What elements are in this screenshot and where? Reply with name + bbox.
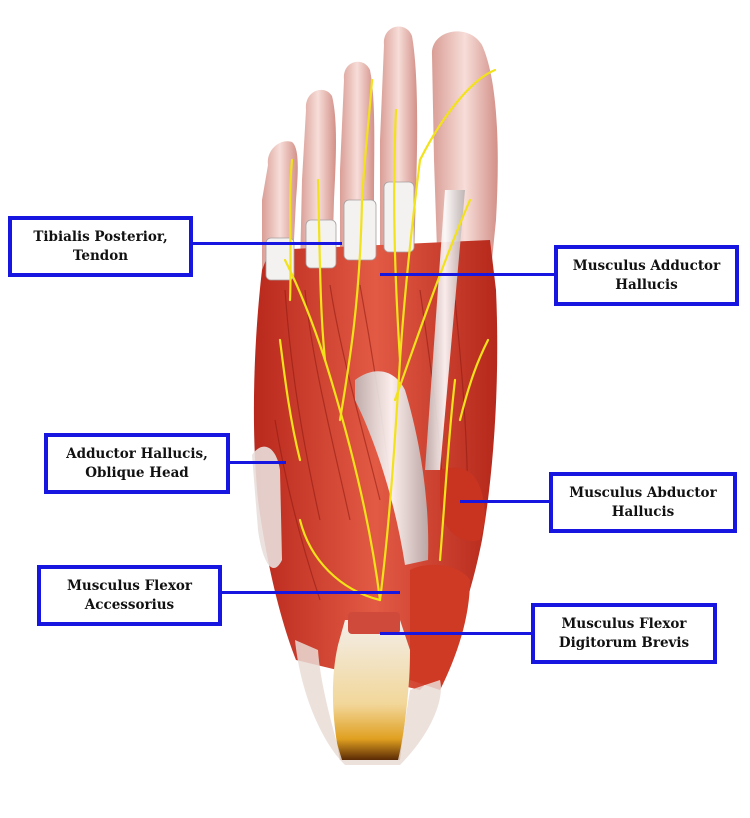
hallux-tendon	[425, 190, 465, 470]
heel-pad	[295, 640, 441, 765]
oblique-tendon	[355, 371, 429, 565]
label-flexor-digitorum-brevis: Musculus Flexor Digitorum Brevis	[531, 603, 717, 664]
label-flexor-digitorum-brevis-line2: Digitorum Brevis	[558, 634, 690, 651]
label-tibialis-posterior: Tibialis Posterior, Tendon	[8, 216, 193, 277]
heel-cut	[348, 612, 400, 634]
label-flexor-accessorius: Musculus Flexor Accessorius	[37, 565, 222, 626]
label-adductor-hallucis-line1: Musculus Adductor	[572, 257, 721, 274]
leader-adductor-hallucis	[380, 273, 556, 276]
nerves	[278, 68, 497, 602]
flexor-block	[410, 564, 470, 690]
label-adductor-oblique-line1: Adductor Hallucis,	[66, 445, 208, 462]
leader-flexor-digitorum-brevis	[380, 632, 532, 635]
lateral-tissue	[252, 446, 282, 569]
label-adductor-hallucis-oblique: Adductor Hallucis, Oblique Head	[44, 433, 230, 494]
label-abductor-hallucis: Musculus Abductor Hallucis	[549, 472, 737, 533]
label-adductor-oblique-line2: Oblique Head	[85, 464, 189, 481]
label-tibialis-posterior-line1: Tibialis Posterior,	[33, 228, 168, 245]
label-flexor-digitorum-brevis-line1: Musculus Flexor	[561, 615, 687, 632]
leader-abductor-hallucis	[460, 500, 552, 503]
label-tibialis-posterior-line2: Tendon	[72, 247, 129, 264]
heel-tendon	[332, 620, 410, 760]
abductor-region	[440, 467, 485, 541]
label-adductor-hallucis-line2: Hallucis	[615, 276, 678, 293]
label-flexor-accessorius-line1: Musculus Flexor	[66, 577, 193, 594]
label-adductor-hallucis: Musculus Adductor Hallucis	[554, 245, 739, 306]
leader-tibialis-posterior	[192, 242, 342, 245]
label-abductor-hallucis-line1: Musculus Abductor	[569, 484, 717, 501]
label-abductor-hallucis-line2: Hallucis	[611, 503, 675, 520]
leader-adductor-oblique	[228, 461, 286, 464]
label-flexor-accessorius-line2: Accessorius	[84, 596, 175, 613]
leader-flexor-accessorius	[220, 591, 400, 594]
